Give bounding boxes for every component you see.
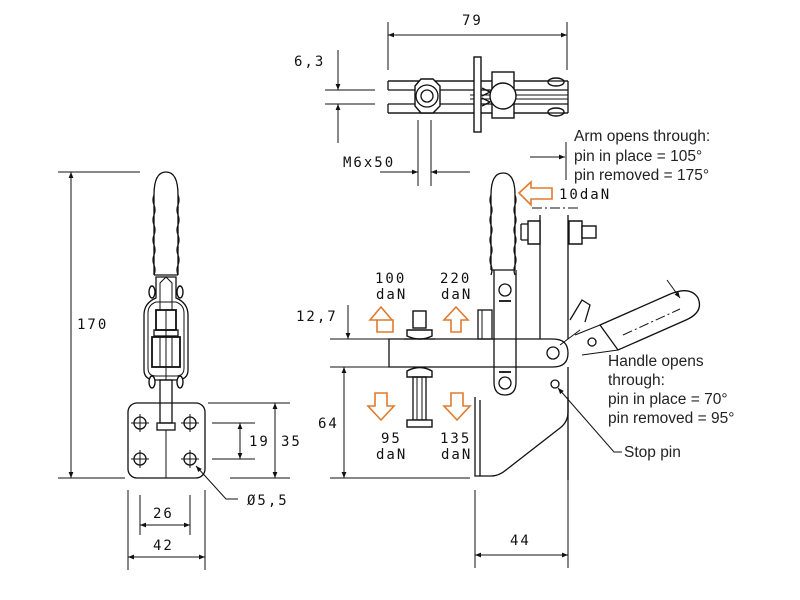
arm-note-line-1: Arm opens through:	[574, 128, 710, 145]
force-arrow-down-left	[366, 392, 396, 422]
front-handle-grip	[152, 171, 180, 276]
side-view: 10daN 100 daN 220 daN 95 daN 135 daN 12,…	[296, 128, 734, 568]
side-base-plate	[474, 397, 569, 477]
force-down-right-unit: daN	[441, 447, 472, 463]
top-hex-nut	[414, 78, 441, 114]
handle-note-line-1: Handle opens	[608, 353, 704, 370]
dim-base-depth: 44	[510, 533, 531, 549]
force-up-left-value: 100	[375, 271, 406, 287]
handle-note-line-4: pin removed = 95°	[608, 410, 734, 427]
force-arrow-handle	[517, 180, 553, 207]
spindle-bar	[388, 338, 569, 368]
force-handle-label: 10daN	[559, 187, 611, 203]
force-up-right-unit: daN	[441, 287, 472, 303]
force-arrows	[366, 180, 553, 422]
dim-base-width-42: 42	[153, 538, 174, 554]
dim-hole-diameter: Ø5,5	[247, 493, 289, 509]
dim-hole-spacing-26: 26	[153, 506, 174, 522]
handle-note-line-3: pin in place = 70°	[608, 391, 728, 408]
dim-bolt-m6x50: M6x50	[343, 155, 395, 171]
side-angled-handle	[599, 290, 701, 351]
stop-pin	[550, 379, 560, 389]
force-up-right-value: 220	[440, 271, 471, 287]
force-up-left-unit: daN	[376, 287, 407, 303]
mounting-holes	[131, 414, 199, 468]
top-view: 79 6,3 M6x50	[294, 13, 569, 186]
dim-spindle-height: 64	[318, 416, 339, 432]
dim-length-79: 79	[462, 13, 483, 29]
force-arrow-up-left	[368, 305, 394, 333]
handle-note-line-2: through:	[608, 372, 665, 389]
dim-height-170: 170	[77, 317, 108, 333]
side-arm-link	[493, 270, 517, 396]
side-handle-grip	[489, 172, 517, 276]
front-view: 170 35 19 26 42 Ø5,5	[58, 171, 302, 570]
arm-note-line-2: pin in place = 105°	[574, 148, 702, 165]
dim-base-height-35: 35	[281, 434, 302, 450]
front-base-plate	[127, 402, 206, 479]
force-arrow-up-right	[442, 305, 470, 333]
dim-spindle-offset: 12,7	[296, 309, 338, 325]
front-mechanism	[143, 276, 189, 381]
dim-thickness-6-3: 6,3	[294, 54, 325, 70]
dim-hole-spacing-19: 19	[249, 434, 270, 450]
force-down-right-value: 135	[440, 431, 471, 447]
stop-pin-label: Stop pin	[624, 444, 681, 461]
force-arrow-down-right	[442, 392, 472, 422]
force-down-left-unit: daN	[376, 447, 407, 463]
force-down-left-value: 95	[381, 431, 402, 447]
arm-note-line-3: pin removed = 175°	[574, 167, 709, 184]
